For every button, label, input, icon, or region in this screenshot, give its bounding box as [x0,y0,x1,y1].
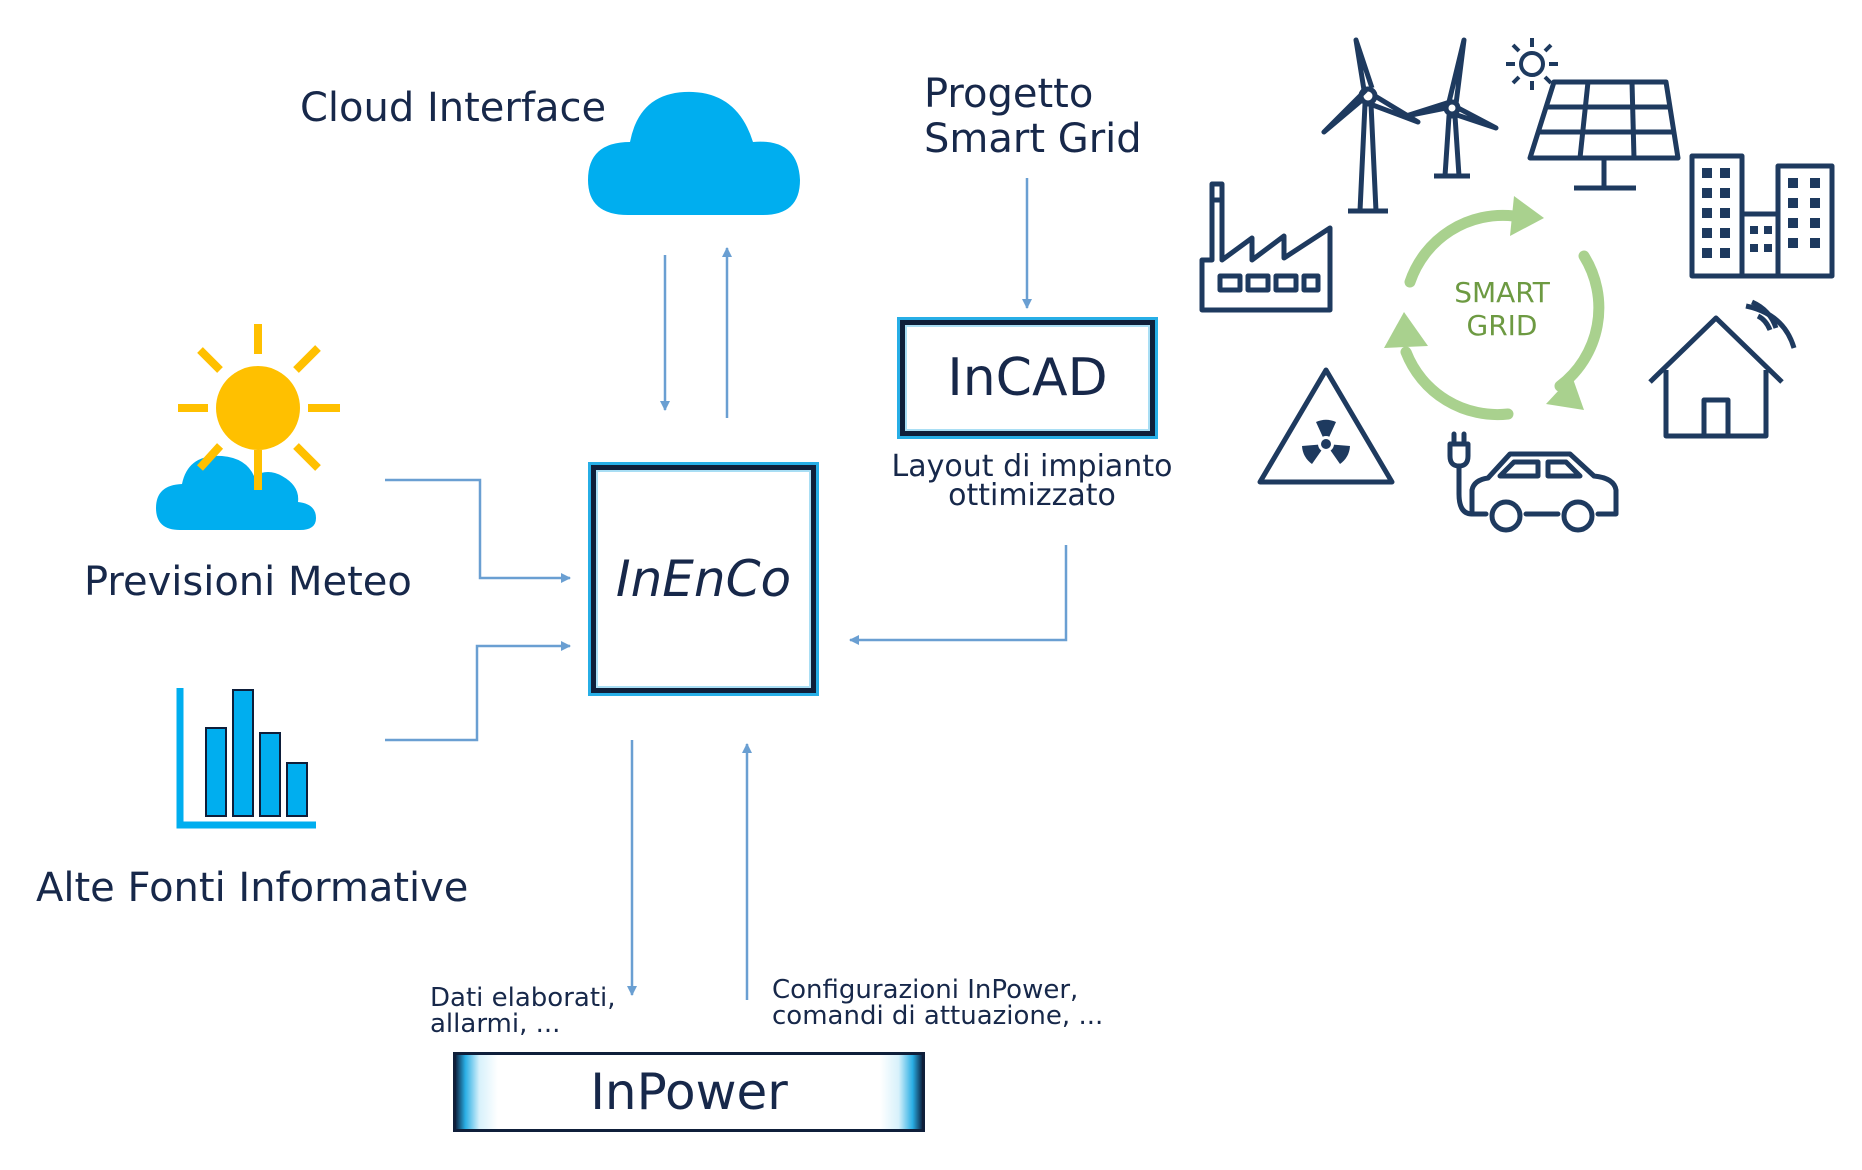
electric-car-icon [1447,431,1619,533]
layout-impianto-label: Layout di impianto ottimizzato [891,449,1173,514]
solar-panel-icon [1527,79,1681,191]
sun-icon [1506,38,1558,90]
nuclear-hazard-icon [1257,367,1395,485]
arrow-fonti-to-inenco [385,641,571,742]
smart-grid-label: SMART GRID [1454,276,1550,343]
dati-elaborati-label: Dati elaborati, allarmi, ... [430,983,616,1039]
incad-label: InCAD [947,348,1108,408]
wind-turbine-icon [1321,37,1499,214]
inpower-box: InPower [453,1052,925,1132]
incad-box: InCAD [900,320,1155,436]
alte-fonti-label: Alte Fonti Informative [36,865,469,911]
configurazioni-label: Configurazioni InPower, comandi di attua… [772,975,1104,1031]
cycle-arrows-icon [1384,196,1605,421]
progetto-smart-grid-label: Progetto Smart Grid [924,71,1142,162]
inpower-label: InPower [590,1063,788,1121]
arrow-meteo-to-inenco [385,478,571,583]
bar-chart-icon [176,688,316,829]
previsioni-meteo-label: Previsioni Meteo [84,559,412,605]
smart-home-icon [1648,299,1797,439]
weather-sun-cloud-icon [156,324,340,530]
inenco-label: InEnCo [615,550,792,608]
factory-icon [1199,181,1333,313]
cloud-icon [588,91,800,215]
arrow-incad-to-inenco [849,545,1068,645]
inenco-box: InEnCo [591,465,816,693]
cloud-interface-label: Cloud Interface [300,85,607,131]
office-buildings-icon [1689,153,1835,279]
